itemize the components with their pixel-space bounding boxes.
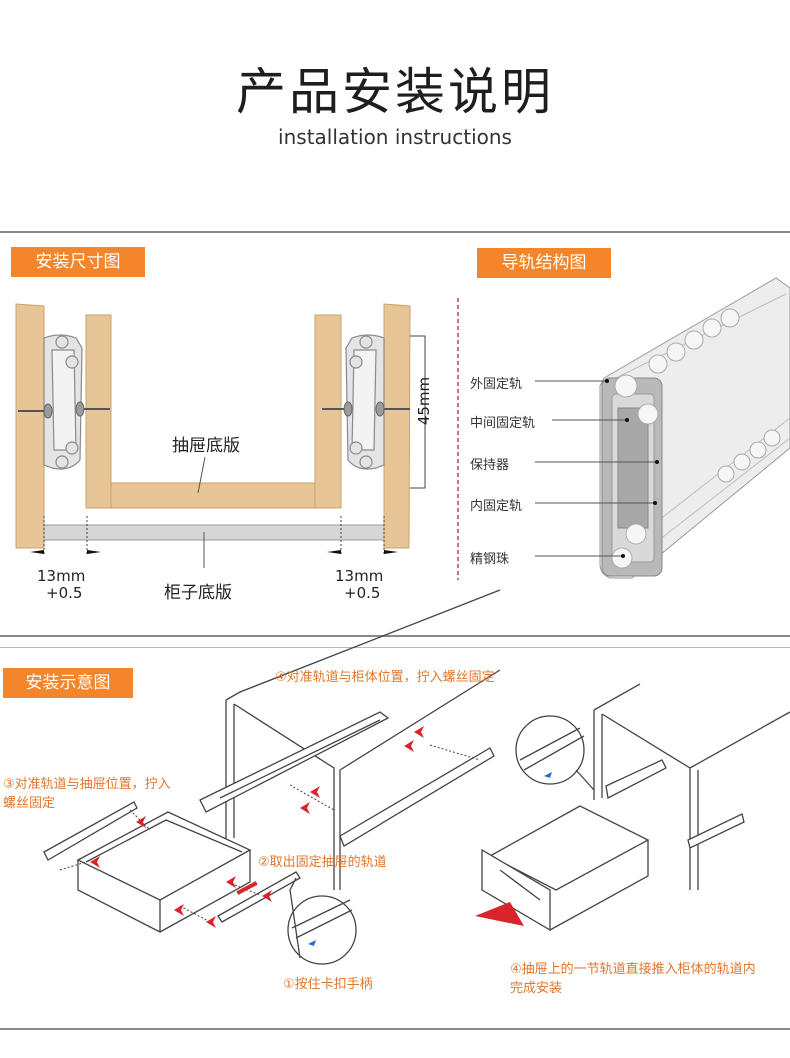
- cabinet-bottom-board: [43, 524, 385, 541]
- gap-markers: [43, 516, 385, 556]
- install-step-3-line2: 螺丝固定: [3, 796, 56, 811]
- install-diagram-right: [475, 683, 790, 932]
- rail-height-label: 45mm: [415, 376, 434, 426]
- right-gap-tolerance: +0.5: [344, 584, 381, 602]
- structure-section-badge: 导轨结构图: [477, 248, 611, 278]
- cabinet-side-left: [15, 303, 45, 549]
- drawer-bottom-label: 抽屉底版: [172, 436, 240, 456]
- cabinet-bottom-label: 柜子底版: [164, 583, 232, 603]
- dimension-section-badge: 安装尺寸图: [11, 247, 145, 277]
- rail-right: [345, 334, 385, 470]
- page-subtitle: installation instructions: [278, 125, 512, 149]
- dimension-diagram: [15, 303, 426, 568]
- install-step-4b-line2: 完成安装: [510, 981, 563, 996]
- install-section-badge: 安装示意图: [3, 668, 133, 698]
- drawer-side-left: [85, 314, 112, 509]
- right-gap-value: 13mm: [335, 567, 384, 585]
- install-step-1: ①按住卡扣手柄: [283, 977, 373, 992]
- install-diagram-left: [43, 589, 501, 965]
- section-divider-middle: [0, 635, 790, 637]
- install-step-3-line1: ③对准轨道与抽屉位置，拧入: [3, 777, 171, 792]
- guide-dash-line: [457, 298, 459, 580]
- drawer-side-right: [314, 314, 342, 509]
- part-inner-rail: 内固定轨: [470, 499, 523, 514]
- part-retainer: 保持器: [470, 458, 510, 473]
- section-divider-top: [0, 231, 790, 233]
- part-middle-rail: 中间固定轨: [470, 416, 536, 431]
- install-step-2: ②取出固定抽屉的轨道: [258, 855, 387, 870]
- drawer-bottom-leader: [197, 456, 206, 494]
- screws: [18, 408, 410, 412]
- structure-leaders: [535, 379, 659, 558]
- drawer-bottom-board: [110, 482, 316, 509]
- rail-left: [43, 334, 83, 470]
- install-step-4a: ④对准轨道与柜体位置，拧入螺丝固定: [275, 670, 495, 685]
- height-dimension-bracket: [410, 335, 426, 489]
- section-divider-middle-2: [0, 647, 790, 648]
- left-gap-value: 13mm: [37, 567, 86, 585]
- left-gap-tolerance: +0.5: [46, 584, 83, 602]
- part-steel-balls: 精钢珠: [470, 552, 510, 567]
- section-divider-bottom: [0, 1028, 790, 1030]
- install-step-4b-line1: ④抽屉上的一节轨道直接推入柜体的轨道内: [510, 962, 756, 977]
- part-outer-rail: 外固定轨: [470, 377, 523, 392]
- cabinet-side-right: [383, 303, 411, 549]
- page-title: 产品安装说明: [236, 63, 554, 121]
